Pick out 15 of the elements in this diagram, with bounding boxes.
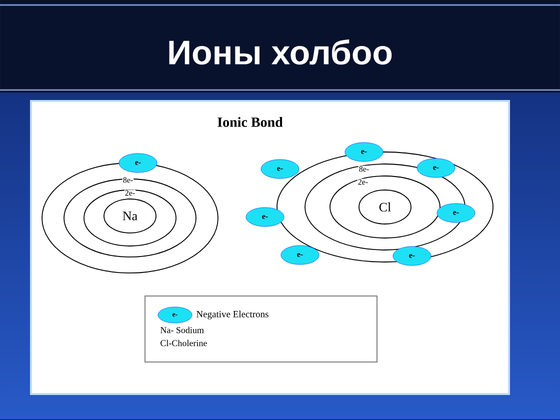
legend-text: Cl-Cholerine xyxy=(160,340,207,346)
slide-title: Ионы холбоо xyxy=(169,39,392,65)
electron: e- xyxy=(416,158,456,178)
nucleus: Cl xyxy=(358,190,412,224)
electron: e- xyxy=(280,245,320,265)
legend-text: Negative Electrons xyxy=(196,310,268,320)
electron: e- xyxy=(436,203,476,223)
nucleus: Na xyxy=(104,198,156,234)
electron: e- xyxy=(344,142,384,162)
electron: e- xyxy=(118,153,158,173)
picture-heading: Ionic Bond xyxy=(218,117,283,127)
electron: e- xyxy=(260,159,300,179)
electron: e- xyxy=(246,207,284,227)
legend-text: Na- Sodium xyxy=(160,326,204,334)
electron: e- xyxy=(392,246,432,266)
